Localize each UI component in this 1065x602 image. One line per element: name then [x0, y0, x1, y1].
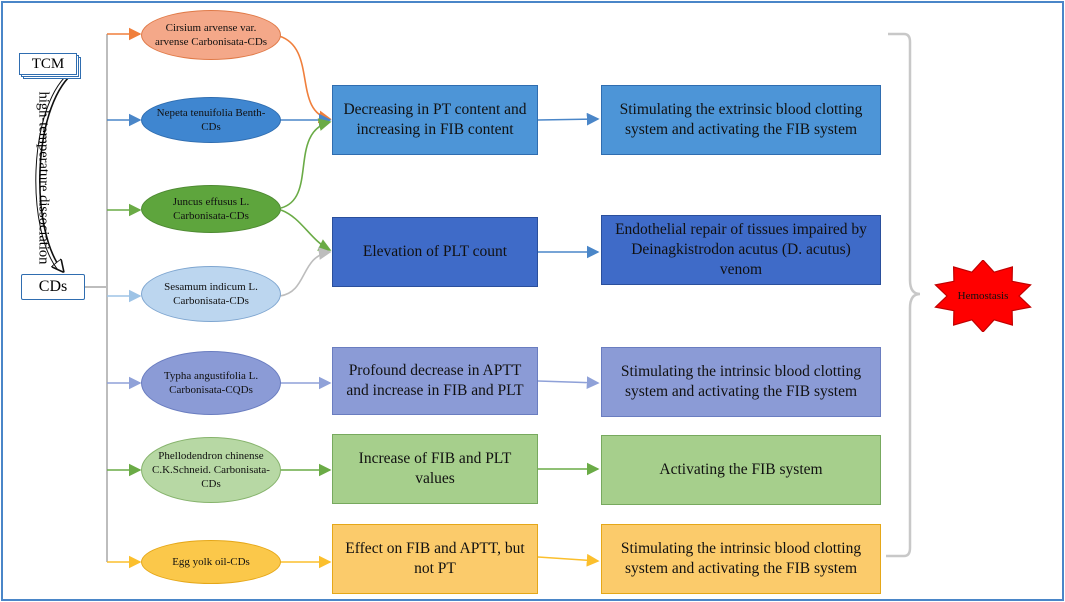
hemostasis-star-icon	[934, 260, 1032, 332]
effect-fib-aptt: Effect on FIB and APTT, but not PT	[332, 524, 538, 594]
tcm-to-cds-arrow	[39, 73, 73, 270]
mechanism-endothelial: Endothelial repair of tissues impaired b…	[601, 215, 881, 285]
mechanism-intrinsic-2-text: Stimulating the intrinsic blood clotting…	[620, 539, 862, 577]
mechanism-intrinsic-1-text: Stimulating the intrinsic blood clotting…	[620, 362, 862, 400]
herb-juncus: Juncus effusus L. Carbonisata-CDs	[141, 185, 281, 233]
dissociation-text: high-temperature dissociation	[35, 91, 52, 265]
effect-pt-fib-text: Decreasing in PT content and increasing …	[343, 100, 527, 138]
herb-sesamum-label: Sesamum indicum L. Carbonisata-CDs	[164, 280, 258, 307]
link-effect5-mech5	[537, 553, 600, 567]
hemostasis-label: Hemostasis	[957, 290, 1009, 302]
mechanism-extrinsic: Stimulating the extrinsic blood clotting…	[601, 85, 881, 155]
link-herb4-effect2	[279, 247, 332, 297]
effect-aptt: Profound decrease in APTT and increase i…	[332, 347, 538, 415]
mechanism-extrinsic-text: Stimulating the extrinsic blood clotting…	[619, 100, 863, 138]
dissociation-label: high-temperature dissociation	[34, 83, 52, 273]
effect-plt: Elevation of PLT count	[332, 217, 538, 287]
mechanism-intrinsic-2: Stimulating the intrinsic blood clotting…	[601, 524, 881, 594]
herb-cirsium-label: Cirsium arvense var. arvense Carbonisata…	[154, 21, 268, 48]
effect-aptt-text: Profound decrease in APTT and increase i…	[346, 361, 524, 399]
herb-sesamum: Sesamum indicum L. Carbonisata-CDs	[141, 266, 281, 322]
effect-plt-text: Elevation of PLT count	[362, 242, 508, 260]
effect-fib-aptt-text: Effect on FIB and APTT, but not PT	[345, 539, 525, 577]
herb-egg-yolk: Egg yolk oil-CDs	[141, 540, 281, 584]
link-herb1-effect1	[278, 35, 332, 124]
herb-nepeta: Nepeta tenuifolia Benth-CDs	[141, 97, 281, 143]
herb-phellodendron-label: Phellodendron chinense C.K.Schneid. Carb…	[152, 449, 270, 491]
mechanism-fib-text: Activating the FIB system	[659, 460, 823, 478]
herb-typha: Typha angustifolia L. Carbonisata-CQDs	[141, 351, 281, 415]
tcm-box: TCM	[19, 53, 77, 75]
herb-typha-label: Typha angustifolia L. Carbonisata-CQDs	[163, 369, 259, 396]
herb-juncus-label: Juncus effusus L. Carbonisata-CDs	[172, 195, 250, 222]
link-effect1-mech1	[537, 112, 600, 126]
herb-nepeta-label: Nepeta tenuifolia Benth-CDs	[156, 106, 266, 133]
effect-fib-plt: Increase of FIB and PLT values	[332, 434, 538, 504]
link-herb3-effect1	[280, 118, 332, 209]
herb-phellodendron: Phellodendron chinense C.K.Schneid. Carb…	[141, 437, 281, 503]
herb-egg-yolk-label: Egg yolk oil-CDs	[172, 555, 250, 568]
summary-brace	[886, 32, 921, 558]
effect-fib-plt-text: Increase of FIB and PLT values	[358, 449, 512, 487]
effect-pt-fib: Decreasing in PT content and increasing …	[332, 85, 538, 155]
herb-cirsium: Cirsium arvense var. arvense Carbonisata…	[141, 10, 281, 60]
tcm-to-cds-arrow-outline	[35, 73, 69, 271]
link-herb3-effect2	[280, 209, 332, 251]
mechanism-intrinsic-1: Stimulating the intrinsic blood clotting…	[601, 347, 881, 417]
mechanism-endothelial-text: Endothelial repair of tissues impaired b…	[615, 220, 867, 279]
cds-box: CDs	[21, 274, 85, 300]
link-effect3-mech3	[537, 376, 600, 390]
mechanism-fib: Activating the FIB system	[601, 435, 881, 505]
